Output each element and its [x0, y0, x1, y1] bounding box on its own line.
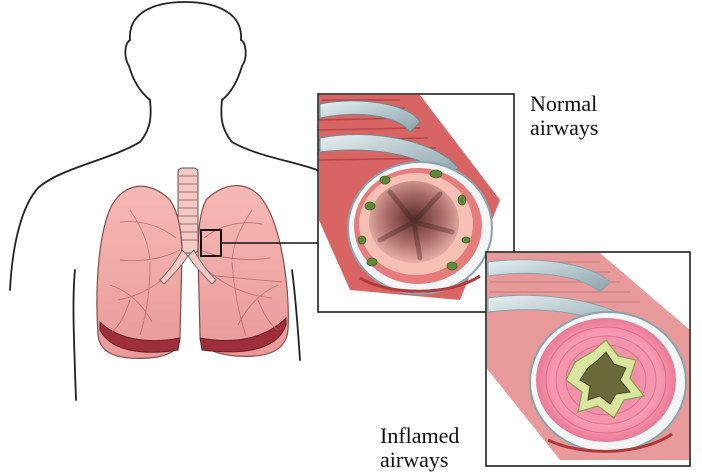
normal-airway-lumen — [369, 181, 459, 263]
inflamed-airway-panel — [485, 251, 691, 467]
normal-airway-glands — [357, 169, 471, 271]
normal-airways-label: Normal airways — [530, 92, 598, 140]
left-neck-shoulder — [9, 99, 152, 291]
right-lung — [197, 185, 289, 357]
right-neck-shoulder — [220, 99, 323, 173]
normal-airway-panel — [317, 93, 515, 313]
head-left-outline — [124, 39, 151, 101]
trachea — [177, 167, 199, 254]
normal-label-line2: airways — [530, 115, 599, 140]
inflamed-label-line2: airways — [380, 447, 449, 472]
left-arm-inner — [72, 269, 77, 401]
body-silhouette — [9, 1, 323, 401]
inflamed-label-line1: Inflamed — [380, 423, 460, 448]
inflamed-airway-lumen — [579, 351, 631, 405]
normal-label-line1: Normal — [530, 91, 598, 116]
right-arm-inner — [291, 269, 301, 361]
inflamed-airways-label: Inflamed airways — [380, 424, 459, 472]
left-lung — [96, 185, 183, 359]
head-outline — [129, 1, 247, 101]
bronchi — [159, 249, 217, 285]
